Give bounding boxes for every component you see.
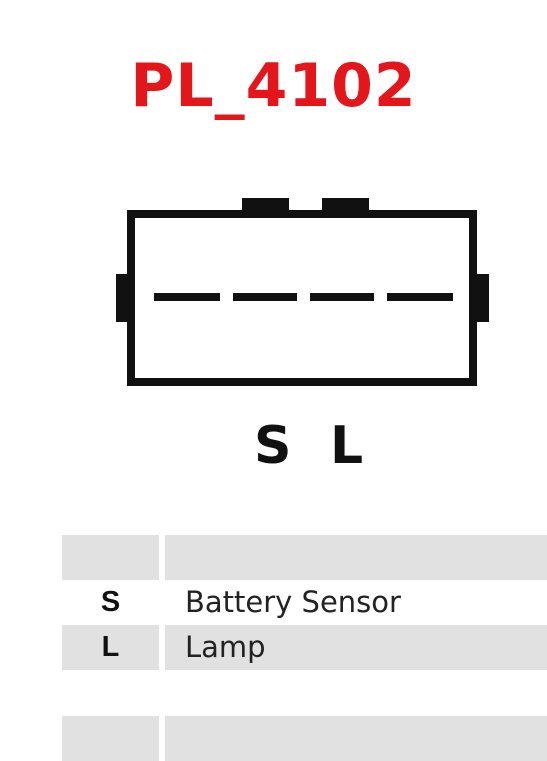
table-header-cell (62, 535, 159, 580)
pin-description: Battery Sensor (185, 585, 401, 619)
pin-label-l: L (330, 416, 364, 476)
table-row: L Lamp (62, 625, 547, 670)
empty-cell (165, 716, 547, 761)
pin-code: S (100, 586, 121, 618)
empty-cell (62, 716, 159, 761)
table-row-empty (62, 716, 547, 761)
part-number-title: PL_4102 (130, 51, 417, 121)
table-row: S Battery Sensor (62, 580, 547, 625)
pin-label-s: S (254, 416, 292, 476)
table-header-row (62, 535, 547, 580)
pin-description: Lamp (165, 625, 547, 670)
table-header-cell (165, 535, 547, 580)
pin-code: L (62, 625, 159, 670)
